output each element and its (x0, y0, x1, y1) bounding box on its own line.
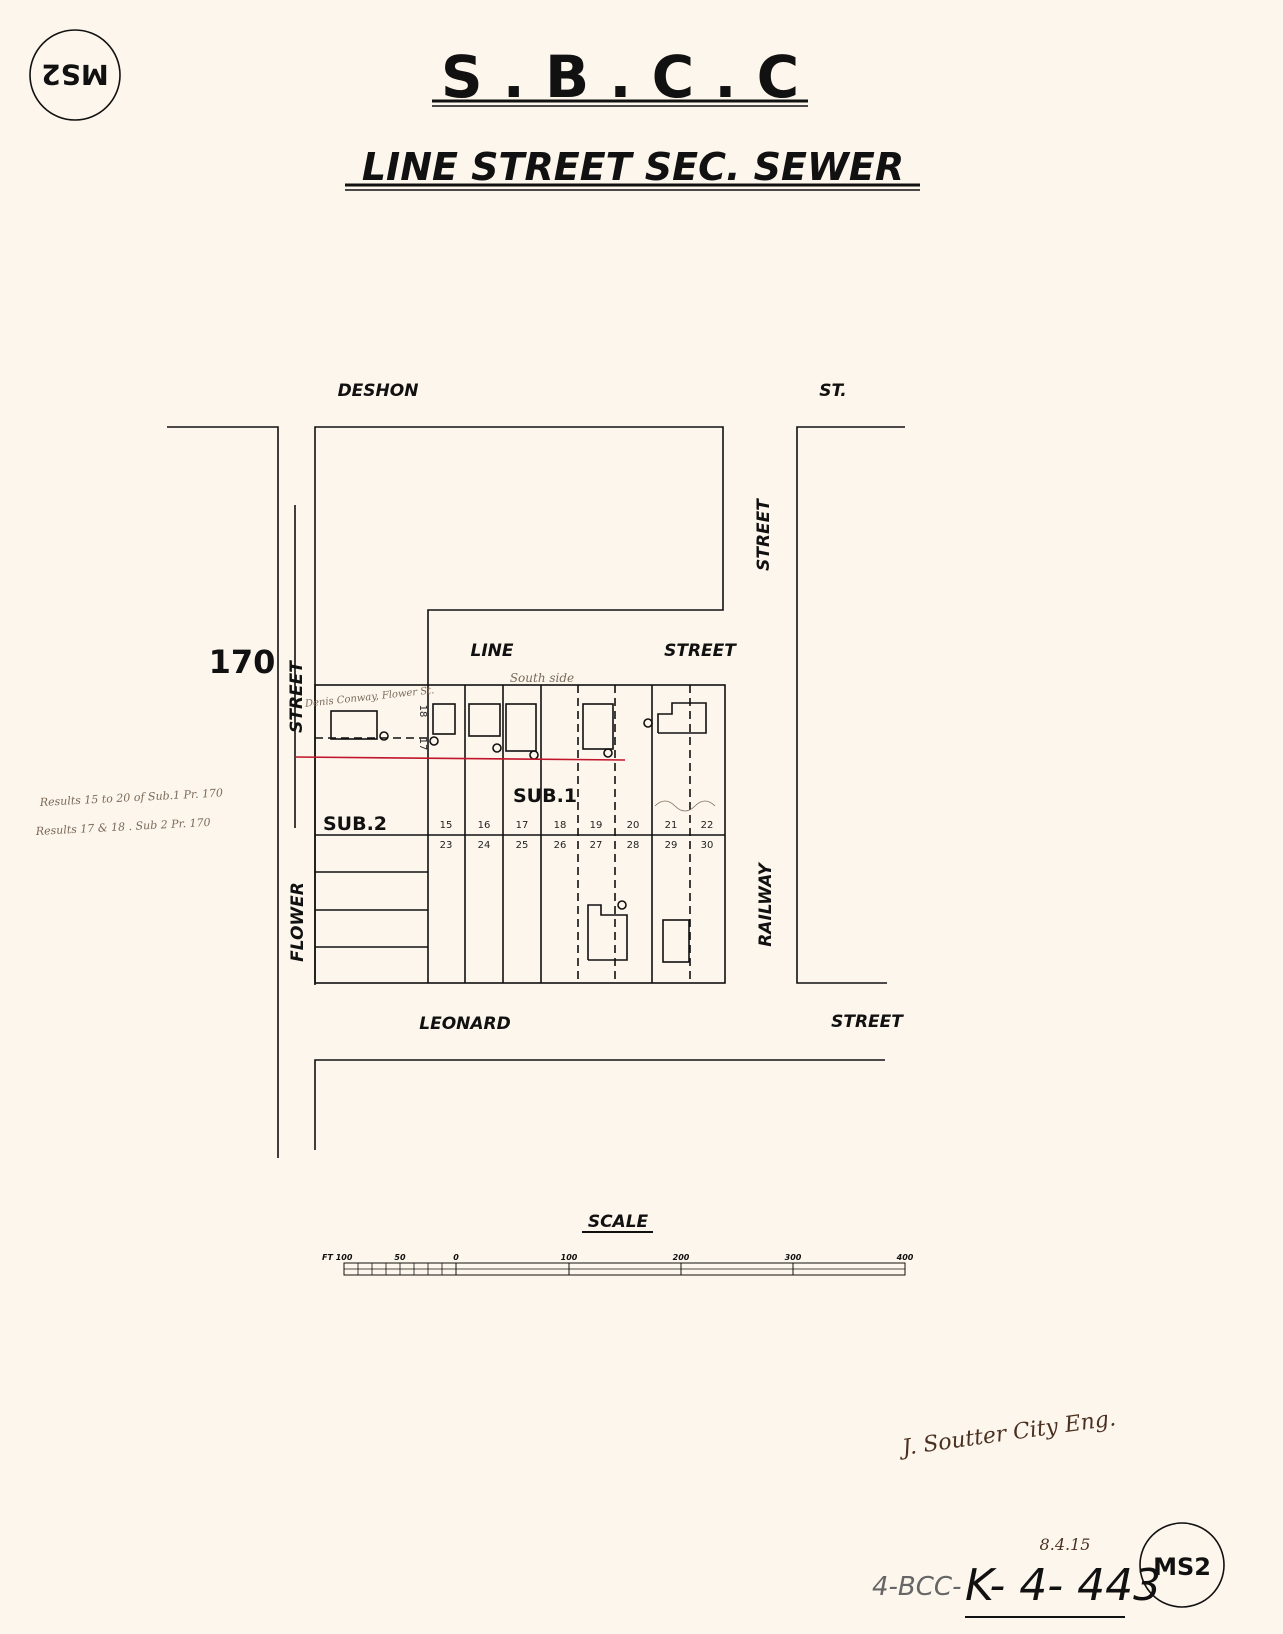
label-deshon: DESHON (338, 381, 419, 401)
lot-number: 16 (478, 820, 491, 831)
margin-note-1: Results 15 to 20 of Sub.1 Pr. 170 (38, 786, 223, 809)
label-deshon-st: ST. (819, 381, 846, 401)
lot-number: 26 (554, 840, 567, 851)
lot-numbers-bottom: 23 24 25 26 27 28 29 30 (440, 840, 714, 851)
stamp-top: MS2 (29, 29, 121, 121)
lot-number: 22 (701, 820, 714, 831)
subtitle: LINE STREET SEC. SEWER (362, 145, 904, 189)
lot-number: 29 (665, 840, 678, 851)
stamp-top-text: MS2 (41, 58, 109, 91)
annotation-south-side: South side (510, 671, 574, 685)
lot-number: 15 (440, 820, 453, 831)
scale-label: SCALE (588, 1212, 649, 1232)
reference-number: K- 4- 443 (965, 1560, 1161, 1611)
scale-tick: 0 (453, 1253, 459, 1262)
annotation-owner-conway: Denis Conway, Flower St. (304, 685, 435, 710)
block-lots (314, 684, 726, 984)
label-line: LINE (471, 641, 514, 661)
sheet-number: 170 (209, 643, 276, 681)
lot-number: 21 (665, 820, 678, 831)
stamp-bottom: MS2 (1139, 1522, 1225, 1608)
lot-number: 23 (440, 840, 453, 851)
lot-number: 27 (590, 840, 603, 851)
label-deshon-vertical-street: STREET (754, 498, 774, 571)
street-lines (167, 426, 905, 1158)
lot-number: 30 (701, 840, 714, 851)
label-railway: RAILWAY (756, 862, 776, 947)
label-flower: FLOWER (288, 882, 308, 962)
reference-prefix: 4-BCC- (872, 1572, 961, 1602)
lot-numbers-top: 15 16 17 18 19 20 21 22 (440, 820, 714, 831)
scale-unit: FT 100 (322, 1253, 353, 1262)
label-sub1: SUB.1 (513, 785, 577, 807)
sewer-line (294, 756, 626, 761)
lot-number: 25 (516, 840, 529, 851)
lot-number: 24 (478, 840, 491, 851)
date: 8.4.15 (1040, 1535, 1091, 1554)
lot-number: 19 (590, 820, 603, 831)
lot-number: 20 (627, 820, 640, 831)
label-leonard-street: STREET (831, 1012, 904, 1032)
label-flower-street: STREET (287, 660, 307, 733)
margin-note-2: Results 17 & 18 . Sub 2 Pr. 170 (34, 816, 210, 838)
label-sub2: SUB.2 (323, 813, 387, 835)
signature: J. Soutter City Eng. (897, 1406, 1118, 1461)
label-leonard: LEONARD (419, 1014, 510, 1034)
scale-bar: SCALE FT 100 50 0 100 200 300 400 (322, 1212, 914, 1276)
lot-number: 18 (554, 820, 567, 831)
sub2-lot-17: 17 (417, 738, 428, 751)
scale-tick: 100 (561, 1253, 578, 1262)
label-line-street: STREET (664, 641, 737, 661)
lot-number: 28 (627, 840, 640, 851)
scale-tick: 300 (785, 1253, 802, 1262)
scale-tick: 400 (896, 1253, 914, 1262)
sub2-lot-18: 18 (417, 705, 428, 718)
scale-tick: 50 (394, 1253, 406, 1262)
scale-tick: 200 (673, 1253, 690, 1262)
lot-number: 17 (516, 820, 529, 831)
stamp-bottom-text: MS2 (1153, 1553, 1211, 1581)
